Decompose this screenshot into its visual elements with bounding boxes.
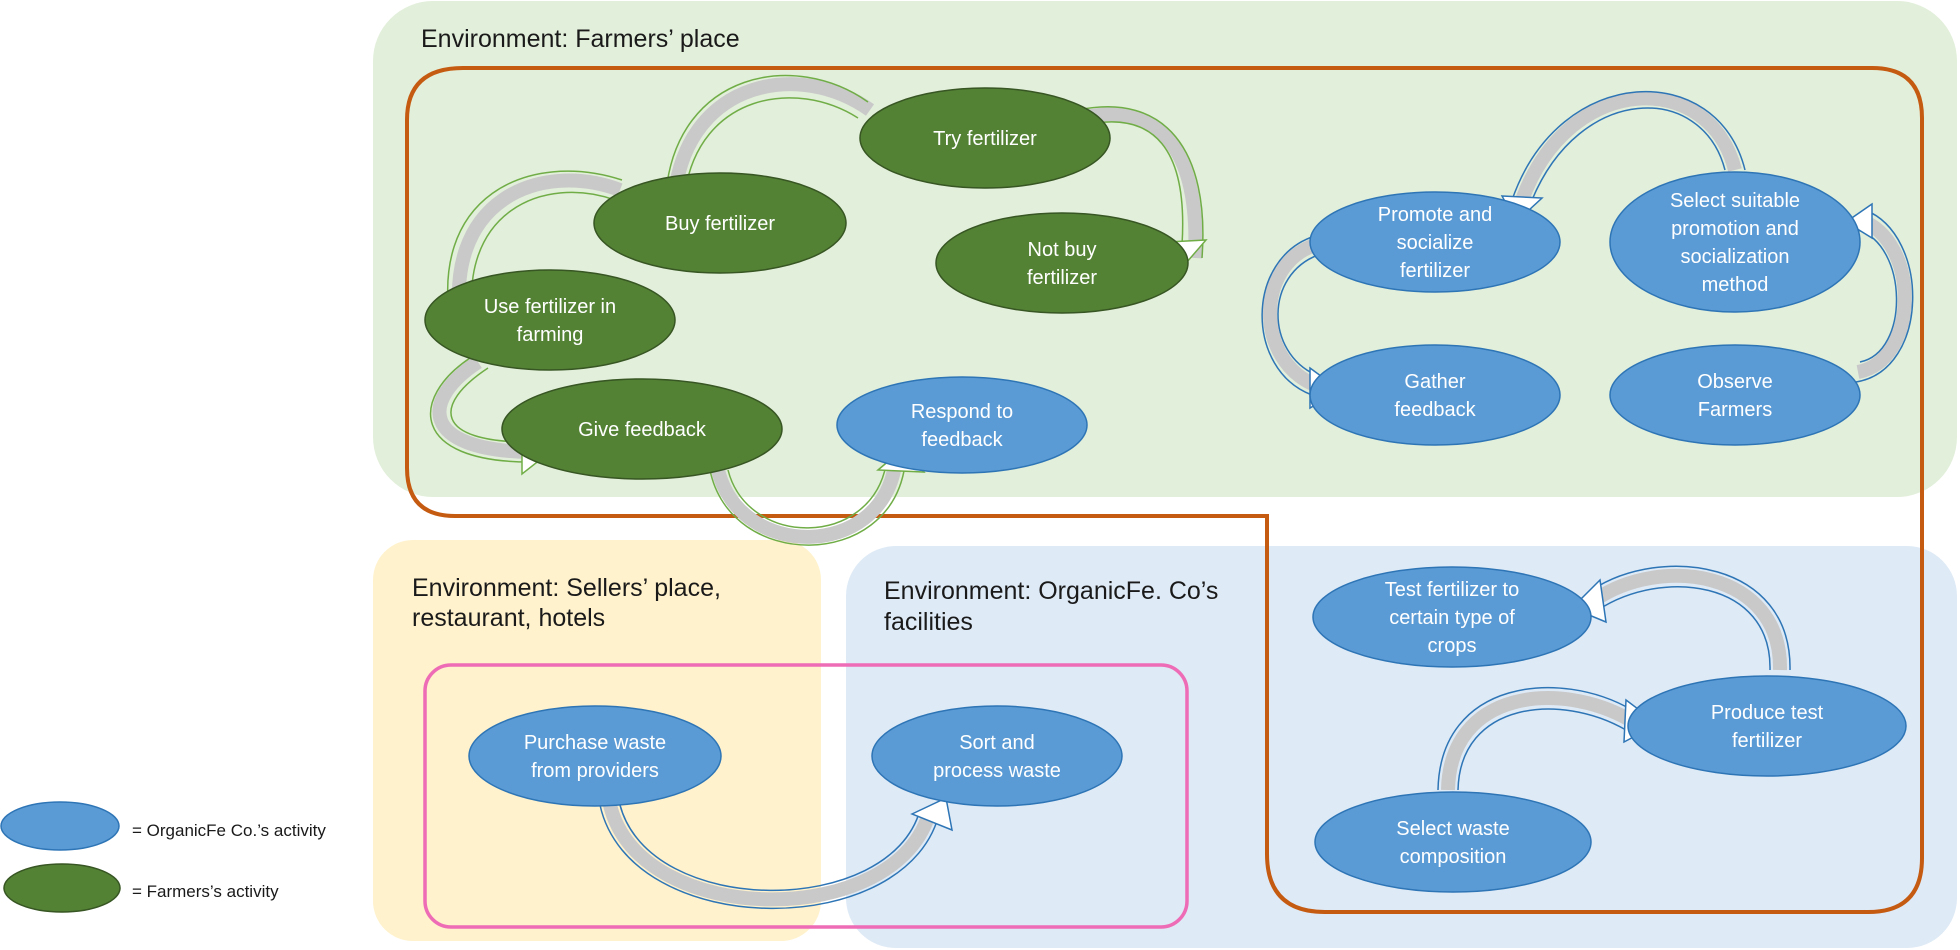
farmer-interaction-boundary: [405, 66, 1924, 914]
node-test-fertilizer: Test fertilizer to certain type of crops: [1312, 566, 1592, 668]
node-label: Buy fertilizer: [665, 213, 775, 235]
node-not-buy-fertilizer: Not buy fertilizer: [935, 212, 1189, 314]
node-purchase-waste: Purchase waste from providers: [468, 705, 722, 807]
node-label: Sort and: [959, 732, 1035, 754]
node-label: Purchase waste: [524, 732, 666, 754]
environment-sellers-title-line1: Environment: Sellers’ place,: [412, 574, 721, 602]
node-label: Select suitable: [1670, 190, 1800, 212]
node-label: certain type of: [1389, 607, 1515, 629]
node-label: Try fertilizer: [933, 128, 1037, 150]
legend-company-label: = OrganicFe Co.’s activity: [132, 821, 326, 840]
node-label: method: [1702, 274, 1769, 296]
legend-company-swatch: [0, 801, 120, 851]
node-use-fertilizer: Use fertilizer in farming: [424, 269, 676, 371]
node-label: socialize: [1397, 232, 1474, 254]
node-label: crops: [1428, 635, 1477, 657]
node-shape: [468, 705, 722, 807]
environment-sellers-title-line2: restaurant, hotels: [412, 604, 605, 632]
node-label: Promote and: [1378, 204, 1493, 226]
node-shape: [424, 269, 676, 371]
node-give-feedback: Give feedback: [501, 378, 783, 480]
node-label: Produce test: [1711, 702, 1824, 724]
environment-facilities: [846, 546, 1957, 948]
node-label: feedback: [1394, 399, 1476, 421]
node-label: promotion and: [1671, 218, 1799, 240]
node-label: Test fertilizer to: [1385, 579, 1519, 601]
node-shape: [1312, 566, 1592, 668]
node-shape: [1609, 344, 1861, 446]
node-label: farming: [517, 324, 584, 346]
node-try-fertilizer: Try fertilizer: [859, 87, 1111, 189]
node-select-waste: Select waste composition: [1314, 791, 1592, 893]
node-respond-feedback: Respond to feedback: [836, 376, 1088, 474]
node-label: fertilizer: [1732, 730, 1802, 752]
node-shape: [501, 378, 783, 480]
node-buy-fertilizer: Buy fertilizer: [593, 172, 847, 274]
arrow-observe-to-select: [1844, 202, 1914, 383]
node-gather-feedback: Gather feedback: [1309, 344, 1561, 446]
node-shape: [593, 172, 847, 274]
node-label: socialization: [1681, 246, 1790, 268]
node-shape: [1309, 191, 1561, 293]
legend-farmer-label: = Farmers’s activity: [132, 882, 279, 901]
node-label: Select waste: [1396, 818, 1509, 840]
node-label: fertilizer: [1027, 267, 1097, 289]
waste-processing-boundary: [423, 663, 1189, 929]
environment-facilities-title-line1: Environment: OrganicFe. Co’s: [884, 577, 1218, 605]
node-label: process waste: [933, 760, 1061, 782]
node-label: Farmers: [1698, 399, 1772, 421]
arrow-purchase-to-sort: [599, 796, 953, 910]
node-shape: [836, 376, 1088, 474]
node-produce-test: Produce test fertilizer: [1627, 675, 1907, 777]
node-shape: [859, 87, 1111, 189]
node-label: composition: [1400, 846, 1507, 868]
node-shape: [1309, 344, 1561, 446]
node-shape: [871, 705, 1123, 807]
node-sort-process: Sort and process waste: [871, 705, 1123, 807]
node-shape: [1314, 791, 1592, 893]
legend-farmer-swatch: [3, 863, 121, 913]
environment-farmers-place-title: Environment: Farmers’ place: [421, 25, 740, 53]
node-label: Respond to: [911, 401, 1013, 423]
legend: = OrganicFe Co.’s activity = Farmers’s a…: [0, 801, 326, 913]
node-label: fertilizer: [1400, 260, 1470, 282]
node-label: feedback: [921, 429, 1003, 451]
node-label: Use fertilizer in: [484, 296, 616, 318]
node-label: Not buy: [1028, 239, 1097, 261]
node-label: Gather: [1404, 371, 1465, 393]
node-label: Observe: [1697, 371, 1773, 393]
environment-facilities-title-line2: facilities: [884, 608, 973, 636]
node-label: Give feedback: [578, 419, 707, 441]
node-label: from providers: [531, 760, 659, 782]
node-select-promotion: Select suitable promotion and socializatio…: [1609, 171, 1861, 313]
node-shape: [1609, 171, 1861, 313]
node-shape: [935, 212, 1189, 314]
node-shape: [1627, 675, 1907, 777]
node-promote-socialize: Promote and socialize fertilizer: [1309, 191, 1561, 293]
